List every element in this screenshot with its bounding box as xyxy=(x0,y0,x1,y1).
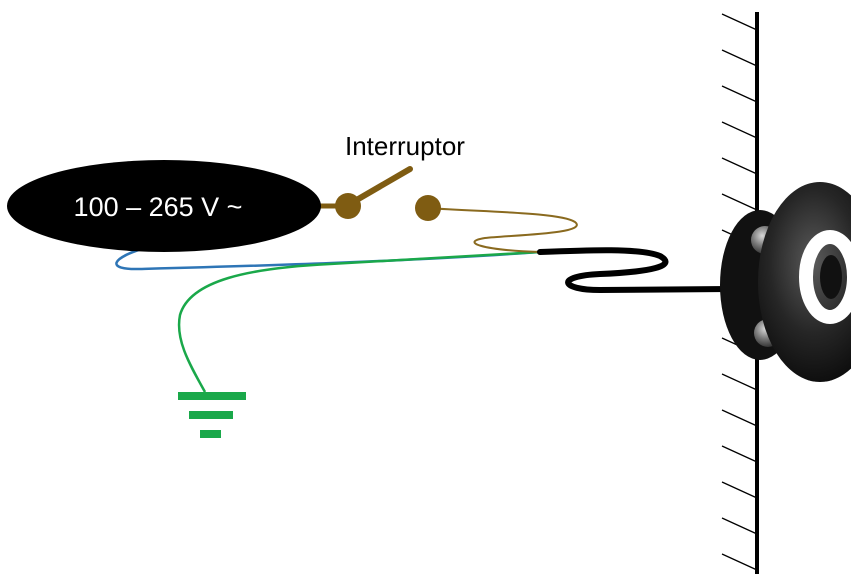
power-source: 100 – 265 V ~ xyxy=(7,160,321,252)
ground-bar-top xyxy=(178,392,246,400)
switch-label: Interruptor xyxy=(345,131,465,161)
earth-wire xyxy=(177,250,541,393)
wall-hatch-line xyxy=(721,49,758,67)
live-wire xyxy=(427,207,578,253)
wall-hatch-line xyxy=(721,373,758,391)
wall-hatch-line xyxy=(721,481,758,499)
power-source-ellipse xyxy=(7,160,321,252)
switch-open-contact xyxy=(415,195,441,221)
wall-mounted-sensor-icon xyxy=(720,182,851,382)
power-source-label: 100 – 265 V ~ xyxy=(74,192,243,222)
wall-hatch-line xyxy=(721,553,758,571)
wall-hatch-line xyxy=(721,85,758,103)
wall-hatch-line xyxy=(721,121,758,139)
wall-hatch-line xyxy=(721,445,758,463)
ground-symbol-icon xyxy=(178,392,246,438)
switch: Interruptor xyxy=(318,131,465,221)
ground-bar-middle xyxy=(189,411,233,419)
wall-hatch-line xyxy=(721,409,758,427)
device-ring xyxy=(799,230,851,324)
device-cable xyxy=(537,247,733,294)
switch-pivot-contact xyxy=(335,193,361,219)
ground-bar-bottom xyxy=(200,430,221,438)
wall-hatch-line xyxy=(721,517,758,535)
device-center xyxy=(820,255,842,299)
wall-hatch-line xyxy=(721,157,758,175)
wall-hatching-icon xyxy=(721,13,758,571)
wall-hatch-line xyxy=(721,13,758,31)
wall-hatch-line xyxy=(721,193,758,211)
